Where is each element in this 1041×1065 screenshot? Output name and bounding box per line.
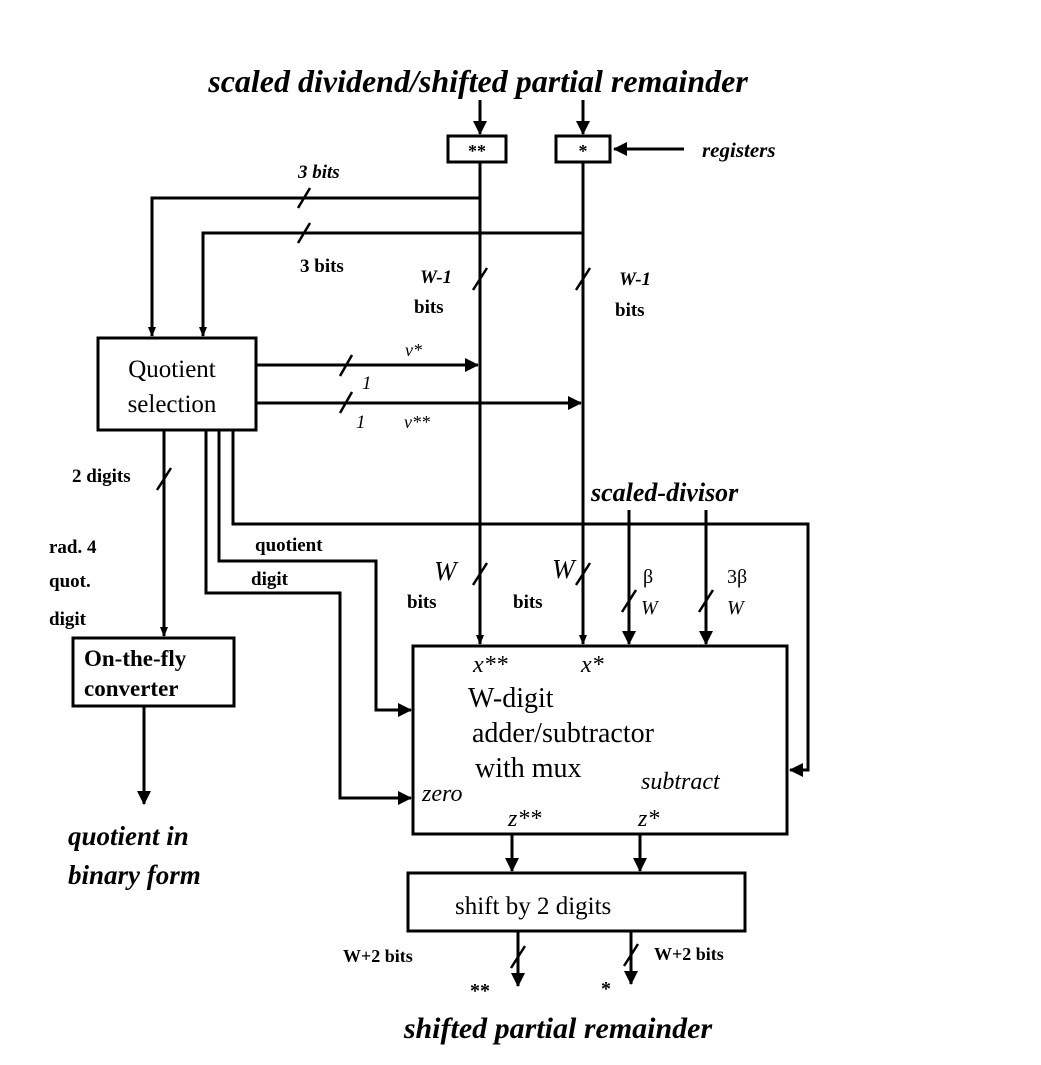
bus-slash: [620, 589, 638, 613]
wire-3bits-lower: [199, 231, 583, 337]
on-the-fly-converter-block: [71, 636, 236, 708]
w-plus-2-right: W+2 bits: [654, 944, 724, 964]
shift-label: shift by 2 digits: [455, 893, 611, 920]
bus-slash: [574, 267, 592, 291]
out-single-label: *: [601, 978, 611, 1000]
bus-slash: [622, 943, 640, 967]
beta-w-label: W: [641, 597, 660, 619]
bus-slash: [509, 945, 527, 969]
bus-slash: [296, 187, 312, 209]
adder-subtract-label: subtract: [641, 769, 721, 795]
wire-3bits-upper: [148, 196, 480, 337]
converter-line2: converter: [84, 676, 179, 701]
w-left-label: W: [434, 556, 459, 586]
out-double-label: **: [470, 980, 490, 1002]
quotient-digit-line2: digit: [251, 569, 289, 590]
adder-line1: W-digit: [468, 683, 554, 714]
three-bits-upper-label: 3 bits: [297, 162, 340, 183]
adder-zero-label: zero: [421, 781, 462, 807]
w-plus-2-left: W+2 bits: [343, 946, 413, 966]
rad4-line3: digit: [49, 609, 87, 630]
bus-slash: [471, 562, 489, 586]
quotient-out-line2: binary form: [68, 860, 201, 890]
adder-z-double: z**: [507, 806, 541, 832]
three-bits-lower-label: 3 bits: [300, 256, 344, 277]
registers-label: registers: [702, 138, 776, 162]
quotient-selection-line2: selection: [128, 391, 217, 418]
rad4-line2: quot.: [49, 571, 91, 592]
scaled-divisor-label: scaled-divisor: [590, 478, 739, 507]
bus-slash: [471, 267, 489, 291]
title-bottom: shifted partial remainder: [403, 1012, 713, 1045]
two-digits-label: 2 digits: [72, 466, 131, 487]
w-left-unit: bits: [407, 592, 437, 613]
beta-label: β: [643, 566, 653, 588]
quotient-selection-line1: Quotient: [128, 356, 216, 383]
wire-subtract: [231, 430, 810, 777]
one-upper-label: 1: [362, 373, 372, 394]
register-double-label: **: [468, 141, 486, 161]
bus-slash: [296, 222, 312, 244]
three-beta-label: 3β: [727, 566, 747, 588]
adder-z-single: z*: [637, 806, 659, 832]
v-double-star-label: v**: [404, 412, 430, 432]
adder-x-single: x*: [580, 652, 604, 678]
quotient-selection-block: [96, 336, 258, 432]
bus-slash: [697, 589, 715, 613]
w-right-unit: bits: [513, 592, 543, 613]
wire-quotient-digit-zero: [204, 430, 412, 805]
w-minus-1-right: W-1: [619, 269, 651, 290]
bus-slash: [338, 354, 354, 377]
v-star-label: v*: [405, 340, 422, 360]
bus-slash: [155, 467, 173, 491]
w-minus-1-right-unit: bits: [615, 300, 645, 321]
three-beta-w-label: W: [727, 597, 746, 619]
bus-slash: [338, 391, 354, 414]
title-top: scaled dividend/shifted partial remainde…: [207, 63, 748, 99]
register-single: [554, 134, 612, 164]
converter-line1: On-the-fly: [84, 646, 187, 671]
bus-slash: [574, 562, 592, 586]
quotient-out-line1: quotient in: [68, 821, 189, 851]
adder-x-double: x**: [472, 652, 508, 678]
rad4-line1: rad. 4: [49, 537, 97, 558]
register-double: [446, 134, 508, 164]
one-lower-label: 1: [356, 412, 366, 433]
quotient-digit-line1: quotient: [255, 535, 323, 556]
register-single-label: *: [579, 141, 588, 161]
w-minus-1-left: W-1: [420, 267, 452, 288]
wire-quotient-digit: [217, 430, 412, 717]
shift-block: [406, 871, 747, 933]
adder-subtractor-block: [411, 644, 789, 836]
w-right-label: W: [552, 554, 577, 584]
adder-line2: adder/subtractor: [472, 718, 655, 749]
adder-line3: with mux: [475, 753, 582, 784]
w-minus-1-left-unit: bits: [414, 297, 444, 318]
